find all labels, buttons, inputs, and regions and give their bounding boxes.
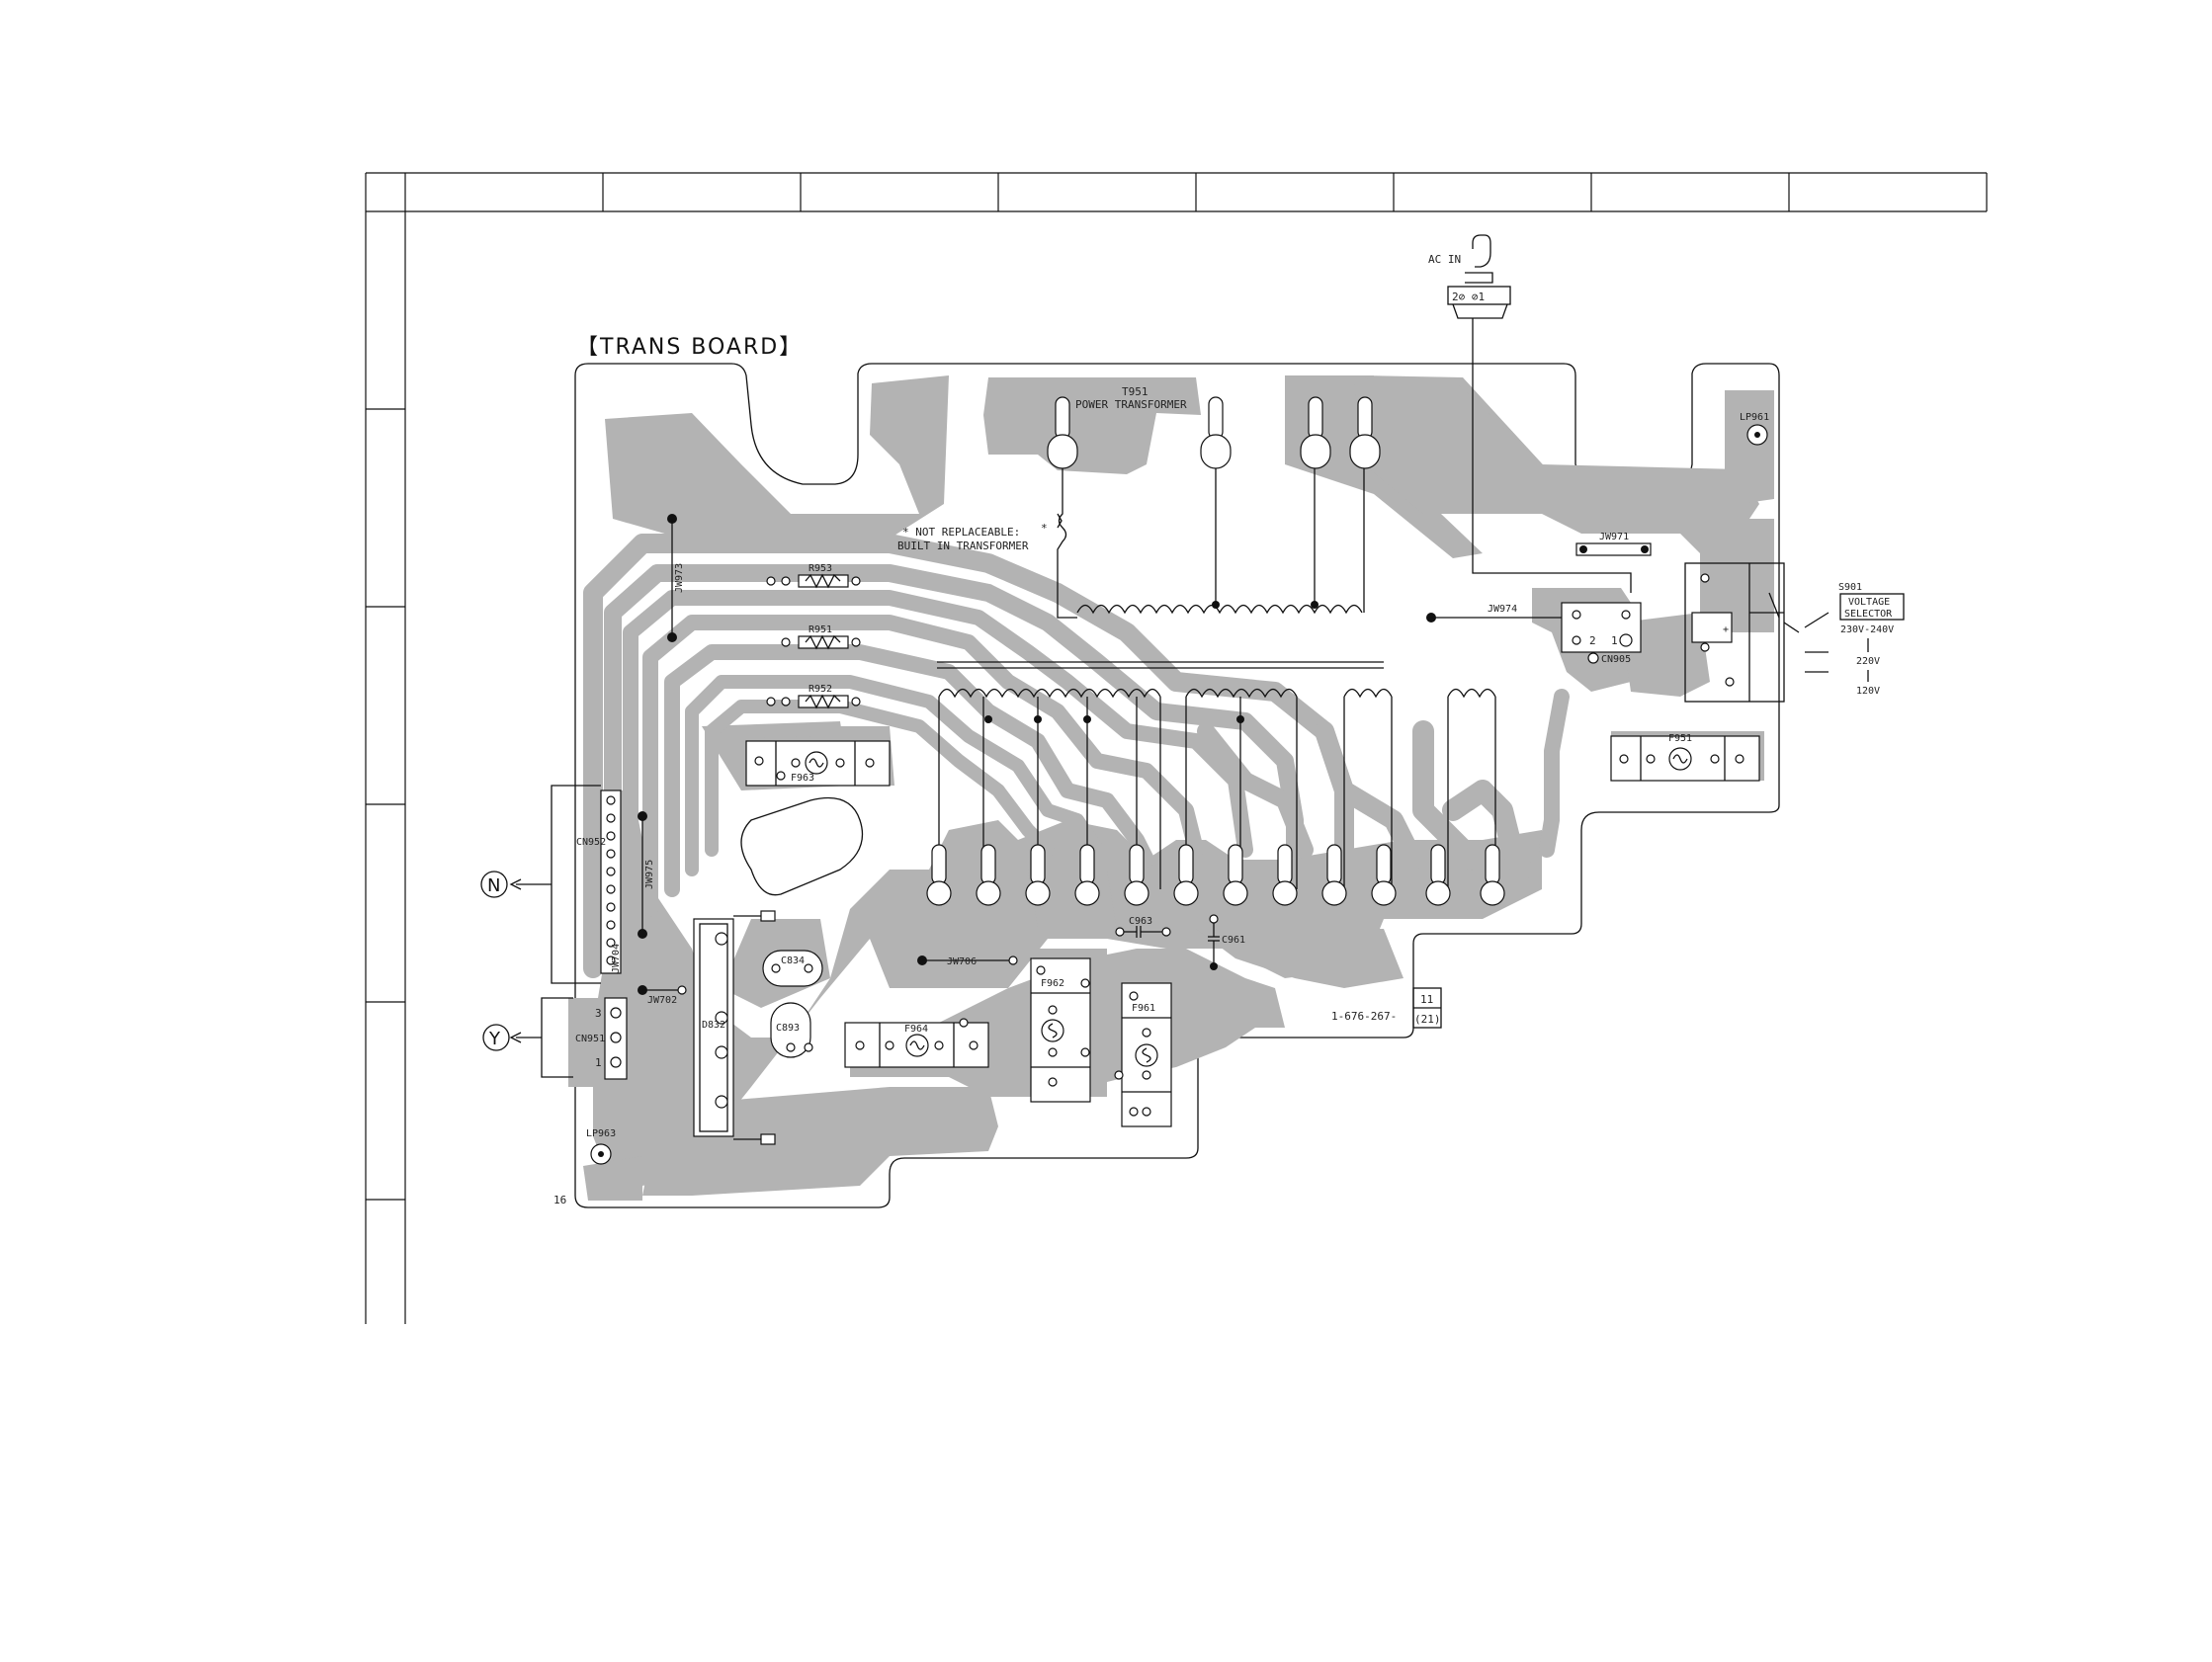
- cn951-label: CN951: [575, 1034, 605, 1044]
- f963-fuse: F963: [745, 740, 891, 787]
- note-mark: *: [1041, 522, 1048, 535]
- f961-label: F961: [1132, 1003, 1155, 1014]
- c961-capacitor: C961: [1208, 914, 1245, 970]
- cn905-label: CN905: [1601, 654, 1631, 665]
- s901-v2: 220V: [1856, 656, 1880, 667]
- jw702-jumper: JW702: [638, 985, 687, 1006]
- cn905-pin1: 1: [1611, 634, 1618, 647]
- jw706-jumper: JW706: [917, 956, 1018, 967]
- cn951-connector: 3 1 CN951 Y: [482, 997, 628, 1080]
- d832-label: D832: [702, 1020, 725, 1031]
- lp961-label: LP961: [1740, 412, 1769, 423]
- ac-in-plug: AC IN 2⊘ ⊘1: [1428, 234, 1632, 593]
- r953-resistor: R953: [766, 563, 861, 589]
- transformer-tabs: [1047, 396, 1381, 469]
- c834-label: C834: [781, 956, 805, 966]
- c963-capacitor: C963: [1115, 916, 1171, 938]
- f964-label: F964: [904, 1024, 928, 1035]
- ac-in-pins: 2⊘ ⊘1: [1452, 291, 1485, 303]
- board-box-top: 11: [1420, 993, 1433, 1006]
- r951-label: R951: [808, 624, 832, 635]
- transformer-ref: T951: [1122, 385, 1149, 398]
- lp963-lamp: LP963: [586, 1128, 616, 1165]
- f962-fuse: F962: [1030, 957, 1091, 1103]
- cn905-connector: 2 1 CN905: [1561, 602, 1642, 665]
- cn952-connector: CN952 N: [480, 785, 622, 984]
- f963-label: F963: [791, 773, 814, 784]
- c893-label: C893: [776, 1023, 800, 1034]
- c834-capacitor: C834: [762, 950, 823, 987]
- jw706-label: JW706: [947, 956, 977, 967]
- copper-traces: [583, 534, 1570, 978]
- board-title: 【TRANS BOARD】: [576, 335, 803, 360]
- jw974-jumper: JW974: [1426, 604, 1562, 623]
- c963-label: C963: [1129, 916, 1152, 927]
- f961-fuse: F961: [1114, 982, 1172, 1127]
- jw973-label: JW973: [674, 563, 685, 593]
- n-marker: N: [487, 875, 500, 896]
- r952-resistor: R952: [766, 684, 861, 709]
- f962-label: F962: [1041, 978, 1064, 989]
- s901-line1: VOLTAGE: [1848, 597, 1890, 608]
- c961-label: C961: [1222, 935, 1245, 946]
- s901-v3: 120V: [1856, 686, 1880, 697]
- grid-frame: [365, 172, 1988, 1324]
- jw974-label: JW974: [1488, 604, 1517, 615]
- s901-v1: 230V-240V: [1840, 624, 1894, 635]
- cn951-pin1: 1: [595, 1056, 602, 1069]
- board-number-box: 11 (21): [1412, 987, 1442, 1029]
- jw975-jumper: JW975: [638, 811, 655, 939]
- y-marker: Y: [488, 1029, 501, 1049]
- d832-diode: D832: [693, 910, 776, 1145]
- page-number: 16: [553, 1194, 566, 1206]
- cn952-label: CN952: [576, 837, 606, 848]
- jw973-jumper: JW973: [667, 514, 685, 642]
- board-number: 1-676-267-: [1331, 1010, 1397, 1023]
- ac-in-label: AC IN: [1428, 253, 1461, 266]
- cn905-pin2: 2: [1589, 634, 1596, 647]
- c893-capacitor: C893: [770, 1002, 813, 1058]
- transformer-bottom-pads: [926, 844, 1505, 906]
- board-outline: [574, 363, 1780, 1208]
- jw971-jumper: JW971: [1575, 532, 1652, 556]
- r952-label: R952: [808, 684, 832, 695]
- f964-fuse: F964: [844, 1018, 989, 1068]
- s901-line2: SELECTOR: [1844, 609, 1893, 620]
- s901-ref: S901: [1838, 582, 1862, 593]
- mounting-slot: [740, 796, 864, 896]
- cn951-pin3: 3: [595, 1007, 602, 1020]
- jw975-label: JW975: [644, 860, 655, 889]
- r951-resistor: R951: [781, 624, 861, 650]
- note-line2: BUILT IN TRANSFORMER: [897, 540, 1029, 552]
- s901-plus: +: [1723, 624, 1729, 635]
- r953-label: R953: [808, 563, 832, 574]
- f951-label: F951: [1668, 733, 1692, 744]
- note-line1: * NOT REPLACEABLE:: [902, 526, 1020, 539]
- voltage-selector: S901 VOLTAGE SELECTOR 230V-240V 220V 120…: [1684, 562, 1905, 703]
- jw702-label: JW702: [647, 995, 677, 1006]
- jw704-label: JW704: [611, 944, 622, 973]
- lp961-lamp: LP961: [1740, 412, 1769, 446]
- lp963-label: LP963: [586, 1128, 616, 1139]
- board-box-bottom: (21): [1414, 1013, 1441, 1026]
- jw971-label: JW971: [1599, 532, 1629, 542]
- f951-fuse: F951: [1610, 733, 1760, 782]
- transformer-name: POWER TRANSFORMER: [1075, 398, 1187, 411]
